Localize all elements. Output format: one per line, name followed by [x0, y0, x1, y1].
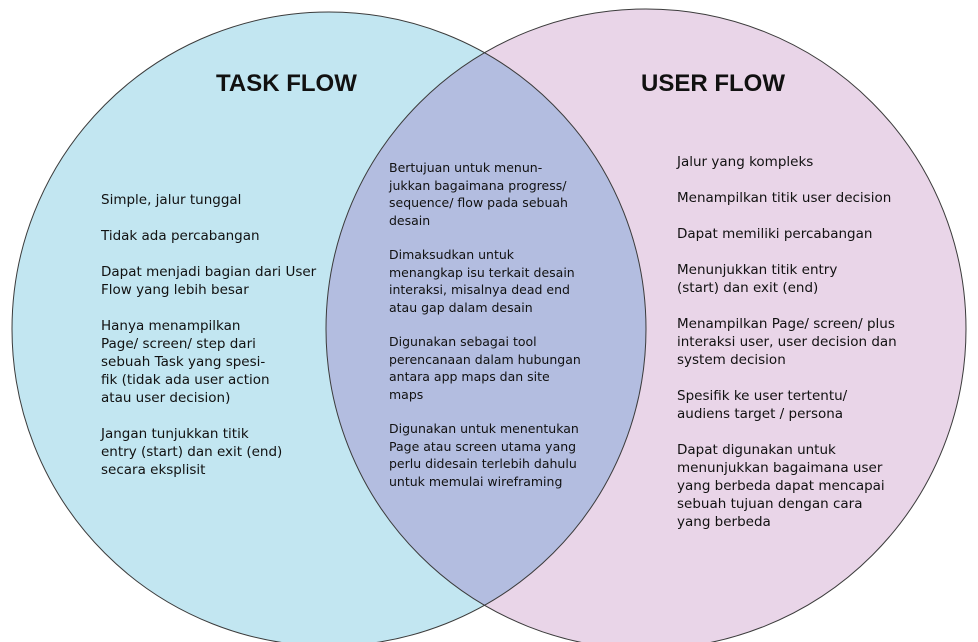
- user-flow-item: Menampilkan titik user decision: [677, 190, 892, 206]
- user-flow-item: Spesifik ke user tertentu/ audiens targe…: [677, 388, 848, 422]
- user-flow-item: Menunjukkan titik entry (start) dan exit…: [677, 262, 838, 296]
- task-flow-item: Tidak ada percabangan: [101, 228, 260, 244]
- user-flow-circle-outline: [325, 8, 967, 642]
- user-flow-item: Dapat digunakan untuk menunjukkan bagaim…: [677, 442, 885, 530]
- task-flow-item: Dapat menjadi bagian dari User Flow yang…: [101, 264, 317, 298]
- shared-item: Digunakan untuk menentukan Page atau scr…: [389, 421, 579, 489]
- overlap-region: [326, 12, 646, 642]
- shared-item: Dimaksudkan untuk menangkap isu terkait …: [389, 247, 575, 315]
- shared-list: Bertujuan untuk menun- jukkan bagaimana …: [389, 159, 604, 507]
- task-flow-item: Hanya menampilkan Page/ screen/ step dar…: [101, 318, 270, 406]
- user-flow-item: Dapat memiliki percabangan: [677, 226, 873, 242]
- task-flow-circle-outline: [11, 11, 647, 642]
- task-flow-item: Jangan tunjukkan titik entry (start) dan…: [101, 426, 283, 478]
- user-flow-item: Menampilkan Page/ screen/ plus interaksi…: [677, 316, 897, 368]
- shared-item: Digunakan sebagai tool perencanaan dalam…: [389, 334, 581, 402]
- user-flow-title: USER FLOW: [641, 70, 785, 97]
- user-flow-item: Jalur yang kompleks: [677, 154, 814, 170]
- task-flow-list: Simple, jalur tunggal Tidak ada percaban…: [101, 191, 331, 497]
- user-flow-list: Jalur yang kompleks Menampilkan titik us…: [677, 153, 922, 549]
- task-flow-title: TASK FLOW: [216, 70, 357, 97]
- shared-item: Bertujuan untuk menun- jukkan bagaimana …: [389, 160, 568, 228]
- task-flow-item: Simple, jalur tunggal: [101, 192, 242, 208]
